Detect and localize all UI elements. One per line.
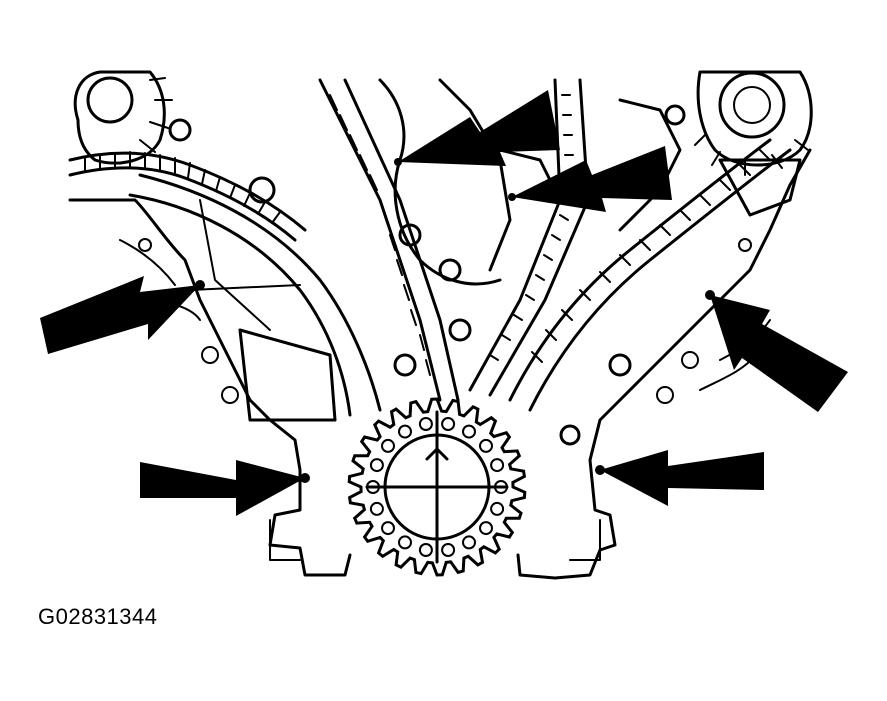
sprocket-roller (369, 501, 384, 516)
sprocket-roller (462, 424, 476, 439)
arrow-right-lower (600, 450, 764, 506)
right-chain-guide (508, 138, 802, 412)
sprocket-roller (398, 535, 412, 550)
arrow-left-lower (140, 460, 305, 516)
sprocket-roller (462, 535, 476, 550)
sprocket-roller (418, 417, 433, 431)
left-chain-guide (128, 173, 382, 422)
right-camshaft-sprocket (694, 70, 813, 176)
callout-arrows (40, 90, 848, 516)
crankshaft-sprocket (347, 397, 527, 577)
arrow-top-lower (512, 146, 672, 212)
timing-mark-crosshair (365, 410, 509, 564)
sprocket-roller (441, 417, 456, 431)
sprocket-roller (479, 438, 493, 453)
left-upper-chain (68, 151, 307, 242)
sprocket-roller (441, 543, 456, 557)
arrow-right-upper (710, 295, 848, 412)
left-camshaft-sprocket (73, 70, 173, 165)
sprocket-roller (418, 543, 433, 557)
sprocket-roller (490, 458, 505, 473)
crankshaft-keyway (425, 447, 449, 461)
sprocket-roller (369, 458, 384, 473)
figure-caption: G02831344 (38, 604, 158, 629)
arrow-left-upper (40, 276, 200, 354)
arrow-top-upper (398, 90, 560, 166)
sprocket-roller (398, 424, 412, 439)
sprocket-roller (381, 521, 395, 536)
sprocket-roller (381, 438, 395, 453)
sprocket-roller (479, 521, 493, 536)
sprocket-roller (490, 501, 505, 516)
